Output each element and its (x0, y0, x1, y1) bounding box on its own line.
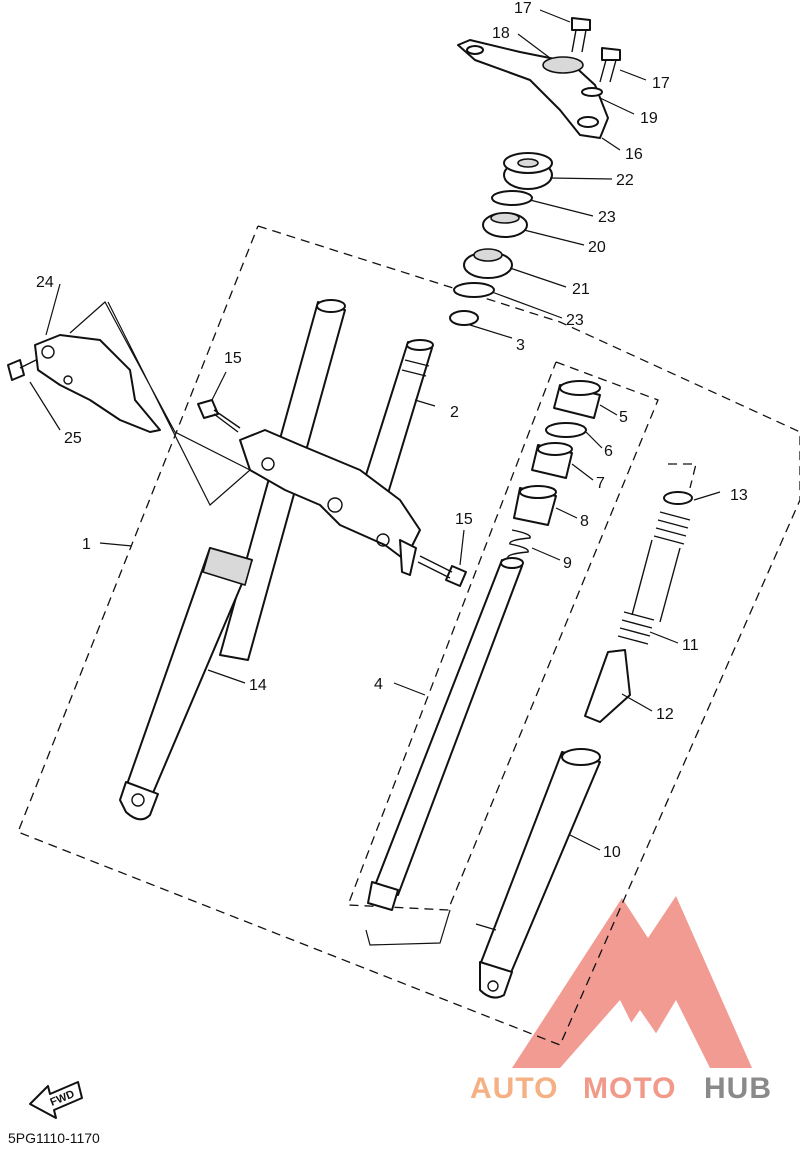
callout-19: 19 (640, 110, 658, 127)
oil-seal-6 (545, 422, 587, 438)
race-21 (463, 248, 513, 279)
steering-stem (359, 339, 434, 501)
callout-13: 13 (730, 487, 748, 504)
inner-tube (367, 557, 524, 911)
callout-23-lower: 23 (566, 312, 584, 329)
bolt-15-left (197, 399, 241, 433)
callout-15-right: 15 (455, 511, 473, 528)
callout-labels: 1 2 3 4 5 6 7 8 9 10 11 12 13 14 15 15 1… (36, 0, 748, 861)
race-20 (482, 212, 528, 238)
seat-13 (663, 491, 693, 505)
upper-bracket (457, 39, 609, 139)
fork-outer-tube-left (119, 299, 346, 821)
damper-rod-12 (584, 649, 631, 723)
ring-nut-22 (503, 152, 553, 190)
bracket-24-leader (69, 301, 252, 506)
callout-24: 24 (36, 274, 54, 291)
callout-14: 14 (249, 677, 267, 694)
leader-lines (29, 9, 721, 851)
callout-18: 18 (492, 25, 510, 42)
watermark-auto: AUTO (470, 1072, 558, 1105)
callout-25: 25 (64, 430, 82, 447)
watermark-text: AUTO MOTO HUB (470, 1072, 772, 1105)
callout-15-left: 15 (224, 350, 242, 367)
bush-8 (513, 485, 557, 526)
outer-tube-right (475, 748, 601, 999)
callout-17-right: 17 (652, 75, 670, 92)
fwd-arrow-icon: FWD (29, 1081, 83, 1119)
callout-23-upper: 23 (598, 209, 616, 226)
callout-10: 10 (603, 844, 621, 861)
callout-1: 1 (82, 536, 91, 553)
callout-21: 21 (572, 281, 590, 298)
callout-5: 5 (619, 409, 628, 426)
callout-3: 3 (516, 337, 525, 354)
assembly-outline-spring (668, 463, 697, 489)
assembly-outline-4 (347, 361, 659, 911)
bearing-23-upper (491, 190, 533, 206)
callout-2: 2 (450, 404, 459, 421)
bolt-17-a (571, 17, 591, 53)
spring-9 (507, 529, 531, 559)
cap-5 (553, 380, 601, 419)
callout-17-top: 17 (514, 0, 532, 17)
seal-3 (449, 310, 479, 326)
inner-tube-bracket (365, 909, 451, 946)
callout-9: 9 (563, 555, 572, 572)
callout-16: 16 (625, 146, 643, 163)
watermark-moto: MOTO (583, 1072, 676, 1105)
bearing-23-lower (453, 282, 495, 298)
callout-11: 11 (682, 637, 699, 654)
washer-19 (581, 87, 603, 97)
callout-8: 8 (580, 513, 589, 530)
diagram-code: 5PG1110-1170 (8, 1130, 100, 1146)
fork-bracket-24 (7, 334, 161, 433)
callout-20: 20 (588, 239, 606, 256)
bolt-15-right (417, 555, 467, 587)
under-bracket (239, 429, 421, 576)
watermark-hub: HUB (704, 1072, 772, 1105)
bolt-17-b (599, 47, 621, 83)
assembly-outline-1 (17, 225, 800, 1046)
watermark-logo (512, 896, 752, 1068)
collar-7 (531, 442, 573, 479)
callout-4: 4 (374, 676, 383, 693)
callout-6: 6 (604, 443, 613, 460)
callout-12: 12 (656, 706, 674, 723)
fork-spring-11 (617, 511, 691, 645)
callout-22: 22 (616, 172, 634, 189)
callout-7: 7 (596, 475, 605, 492)
